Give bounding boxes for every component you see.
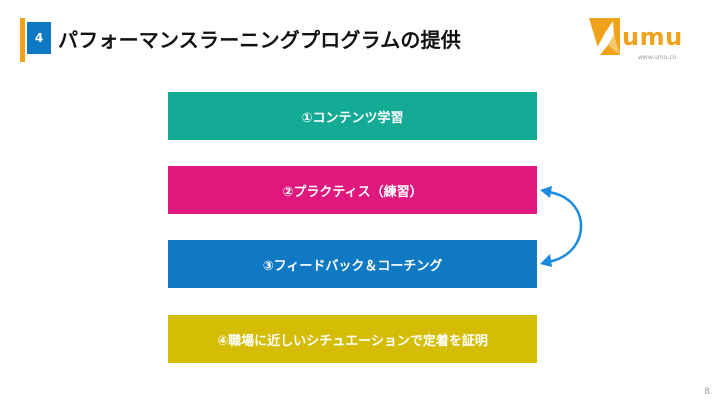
umu-logo-icon [589, 18, 620, 59]
logo-text: umu [622, 23, 683, 51]
logo-url: www.umu.co [638, 54, 677, 61]
umu-logo: umu www.umu.co [586, 15, 698, 67]
double-headed-curved-arrow-icon [540, 186, 583, 267]
step-practice: ②プラクティス（練習） [168, 166, 537, 214]
step-workplace-proof: ④職場に近しいシチュエーションで定着を証明 [168, 315, 537, 363]
section-number-badge: 4 [27, 22, 51, 54]
step-content-learning: ①コンテンツ学習 [168, 92, 537, 140]
page-title: パフォーマンスラーニングプログラムの提供 [58, 27, 461, 52]
title-accent-bar [20, 18, 25, 62]
step-feedback-coaching: ③フィードバック＆コーチング [168, 240, 537, 288]
page-number: 8 [704, 387, 710, 397]
